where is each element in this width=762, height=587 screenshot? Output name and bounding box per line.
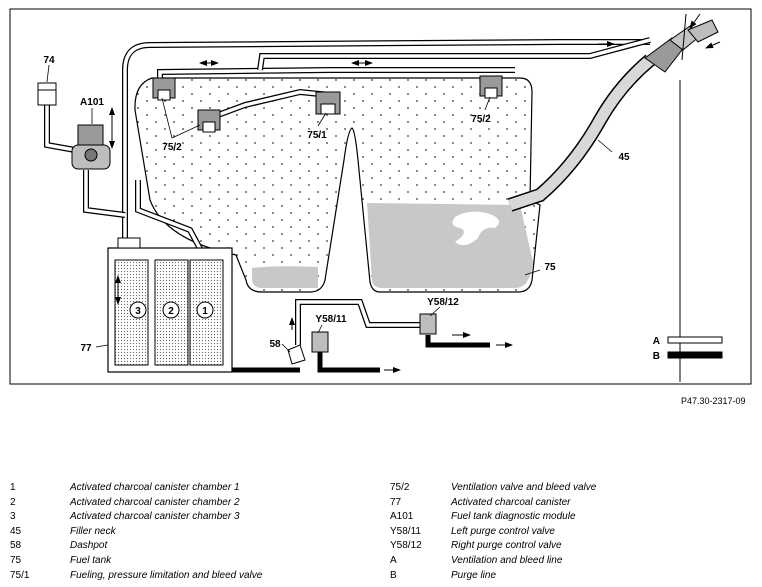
chamber-1-number: 1 — [202, 306, 208, 317]
valve-75-2-left-a — [152, 77, 176, 101]
dashpot-58 — [287, 344, 306, 365]
legend-text: Dashpot — [70, 540, 108, 552]
legend-text: Left purge control valve — [451, 525, 555, 537]
legend-text: Fuel tank — [70, 554, 112, 566]
diagnostic-module-a101 — [71, 124, 111, 170]
legend-key: 3 — [10, 511, 16, 523]
legend-key: A — [390, 554, 397, 566]
callout-75: 75 — [544, 262, 556, 273]
legend-text: Purge line — [451, 569, 497, 581]
line-type-legend — [667, 336, 723, 359]
line-a-swatch — [667, 336, 723, 344]
purge-valve-y58-11 — [311, 331, 329, 353]
callout-58: 58 — [269, 339, 281, 350]
legend-text: Ventilation and bleed line — [451, 554, 563, 566]
callout-77: 77 — [80, 343, 92, 354]
chamber-2-number: 2 — [168, 306, 174, 317]
legend-text: Right purge control valve — [451, 540, 562, 552]
legend-key: 75/2 — [390, 482, 410, 493]
callout-75-2-right: 75/2 — [471, 114, 491, 125]
legend-key: 58 — [10, 540, 22, 552]
valve-75-2-right — [479, 75, 503, 99]
legend-key: A101 — [390, 511, 414, 523]
callout-b: B — [653, 351, 660, 362]
filler-neck — [507, 13, 719, 382]
charcoal-canister: 3 2 1 — [107, 237, 233, 373]
legend-key: B — [390, 569, 397, 581]
callout-74: 74 — [43, 55, 55, 66]
callout-y58-12: Y58/12 — [427, 297, 459, 308]
callout-75-1: 75/1 — [307, 130, 327, 141]
valve-75-1 — [315, 91, 341, 115]
chamber-3-number: 3 — [135, 306, 141, 317]
line-b-swatch — [667, 351, 723, 359]
figure-reference: P47.30-2317-09 — [681, 396, 746, 406]
legend-text: Activated charcoal canister — [451, 496, 571, 508]
legend-text: Fueling, pressure limitation and bleed v… — [70, 569, 263, 581]
ventilation-lines — [44, 37, 651, 360]
legend-key: 45 — [10, 525, 22, 537]
legend-key: 2 — [10, 496, 16, 508]
callout-75-2-left: 75/2 — [162, 142, 182, 153]
purge-valve-y58-12 — [419, 313, 437, 335]
legend-key: Y58/12 — [390, 540, 422, 552]
flow-arrows — [109, 13, 721, 373]
purge-lines — [232, 335, 490, 373]
fuel-tank — [134, 77, 541, 293]
callout-y58-11: Y58/11 — [315, 314, 347, 325]
leader-lines — [46, 64, 613, 353]
legend-key: 1 — [10, 482, 16, 493]
legend-text: Activated charcoal canister chamber 2 — [70, 496, 240, 508]
legend-key: 75/1 — [10, 569, 30, 581]
callout-45: 45 — [618, 152, 630, 163]
filter-74 — [37, 82, 57, 106]
valve-75-2-left-b — [197, 109, 221, 133]
legend-text: Ventilation valve and bleed valve — [451, 482, 597, 493]
legend-key: 77 — [390, 496, 402, 508]
evap-system-diagram: 3 2 1 — [9, 8, 752, 385]
legend-text: Filler neck — [70, 525, 116, 537]
legend-key: 75 — [10, 554, 22, 566]
callout-a: A — [653, 336, 660, 347]
legend-text: Activated charcoal canister chamber 3 — [70, 511, 240, 523]
legend-text: Fuel tank diagnostic module — [451, 511, 576, 523]
legend-key: Y58/11 — [390, 525, 421, 537]
legend-text: Activated charcoal canister chamber 1 — [70, 482, 240, 493]
callout-a101: A101 — [80, 97, 104, 108]
